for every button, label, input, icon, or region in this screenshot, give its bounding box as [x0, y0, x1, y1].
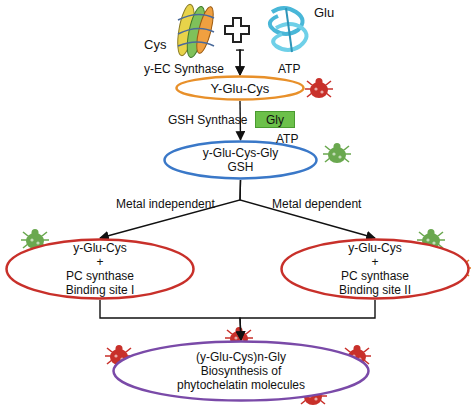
step-note: GSH Synthase [168, 113, 247, 127]
product-ellipse-shape [165, 142, 317, 179]
flow-arrow [100, 300, 241, 340]
node-text-holder: y-Glu-Cys+PC synthase Binding site II [280, 238, 470, 300]
node-text-holder: Gly [255, 111, 295, 128]
node-text: Gly [266, 113, 284, 127]
node-text: Y-Glu-Cys [211, 81, 270, 96]
binding-site-ellipse-shape [7, 240, 194, 299]
edge-label: Metal dependent [272, 197, 361, 211]
node-text: y-Glu-Cys-Gly [203, 146, 278, 160]
step-note: ATP [276, 132, 298, 146]
flow-arrow [100, 180, 241, 238]
node-text: Cys [144, 38, 166, 51]
node-text: Biosynthesis of phytochelatin molecules [166, 364, 316, 392]
bug-icon [305, 78, 333, 98]
edge-label: Metal independent [116, 197, 215, 211]
node-text: (y-Glu-Cys)n-Gly [196, 350, 286, 364]
node-text-holder: y-Glu-Cys-GlyGSH [163, 140, 318, 180]
bug-icon [323, 143, 351, 163]
step-note: y-EC Synthase [144, 62, 224, 76]
binding-site-ellipse: y-Glu-Cys+PC synthase Binding site I [5, 238, 195, 300]
protein-label: Glu [244, 2, 340, 56]
node-text: Glu [314, 6, 334, 19]
binding-site-ellipse: y-Glu-Cys+PC synthase Binding site II [280, 238, 470, 300]
node-text: y-Glu-Cys [73, 241, 126, 255]
reagent-box: Gly [255, 111, 295, 128]
node-text: + [371, 255, 378, 269]
plus-cross [225, 18, 249, 42]
glu-protein-illustration [270, 8, 307, 52]
product-ellipse-shape [177, 77, 304, 100]
product-ellipse-shape [114, 342, 369, 401]
node-text: PC synthase Binding site II [325, 269, 425, 297]
node-text: + [96, 255, 103, 269]
flow-arrow [240, 300, 375, 340]
step-note: ATP [278, 62, 300, 76]
reagent-box-shape [256, 112, 295, 128]
product-ellipse: Y-Glu-Cys [175, 75, 305, 101]
flow-arrow [240, 180, 375, 238]
product-ellipse: y-Glu-Cys-GlyGSH [163, 140, 318, 180]
node-text: PC synthase Binding site I [50, 269, 150, 297]
cys-protein-illustration [175, 3, 217, 59]
protein-label: Cys [140, 2, 236, 56]
node-text-holder: y-Glu-Cys+PC synthase Binding site I [5, 238, 195, 300]
node-text-holder: Y-Glu-Cys [175, 75, 305, 101]
node-text-holder: (y-Glu-Cys)n-GlyBiosynthesis of phytoche… [112, 340, 370, 402]
flow-arrow [240, 50, 244, 75]
node-text: y-Glu-Cys [348, 241, 401, 255]
product-ellipse: (y-Glu-Cys)n-GlyBiosynthesis of phytoche… [112, 340, 370, 402]
binding-site-ellipse-shape [282, 240, 469, 299]
node-text: GSH [227, 160, 253, 174]
